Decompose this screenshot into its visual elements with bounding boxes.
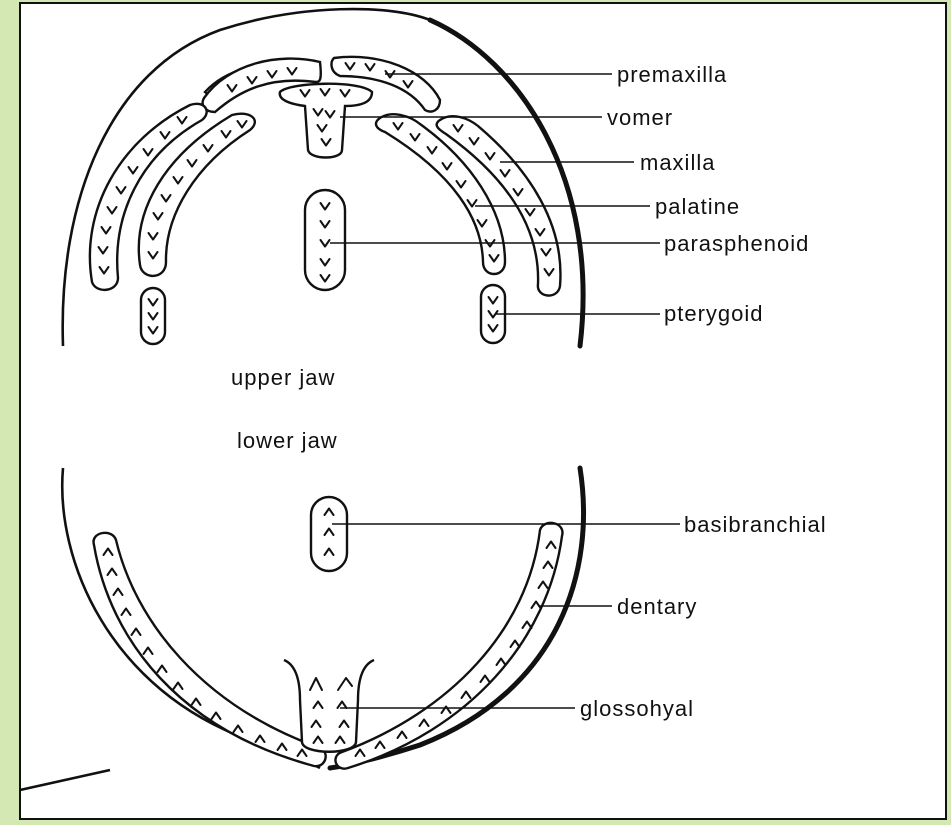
lower-jaw-outline [62,468,320,768]
label-parasphenoid: parasphenoid [664,231,809,256]
parasphenoid-bone [305,190,345,290]
label-glossohyal: glossohyal [580,696,694,721]
label-pterygoid: pterygoid [664,301,764,326]
label-maxilla: maxilla [640,150,715,175]
label-basibranchial: basibranchial [684,512,827,537]
label-lower-jaw: lower jaw [237,428,338,453]
label-palatine: palatine [655,194,740,219]
label-premaxilla: premaxilla [617,62,727,87]
basibranchial-bone [311,497,347,571]
lower-jaw-tick [20,770,110,790]
label-vomer: vomer [607,105,673,130]
vomer-bone [280,84,372,158]
lower-jaw-outline-right [330,468,584,768]
label-upper-jaw: upper jaw [231,365,335,390]
dentary-bone-left [94,533,326,766]
pterygoid-bone-left [141,288,165,344]
label-dentary: dentary [617,594,697,619]
